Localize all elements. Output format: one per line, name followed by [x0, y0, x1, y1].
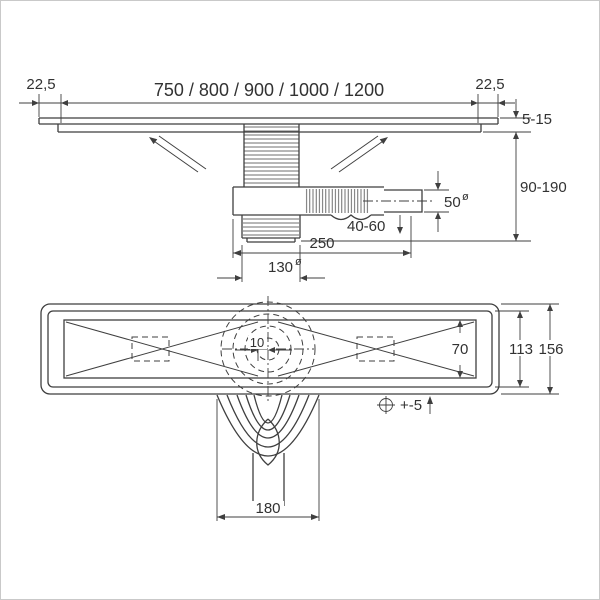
dim-flange-diameter: 130	[268, 259, 293, 276]
diameter-symbol-icon: ø	[295, 256, 302, 268]
dim-right-offset: 22,5	[475, 76, 504, 93]
dim-grate-height: 5-15	[522, 111, 552, 128]
outlet-spigot	[252, 453, 285, 507]
mounting-struts	[149, 135, 388, 173]
grate-cross-marks	[65, 321, 475, 377]
funnel-drop-shape	[256, 418, 280, 466]
side-view	[38, 117, 499, 243]
dim-inner-width: 70	[452, 341, 469, 358]
drain-trap-body	[232, 186, 384, 221]
dim-outlet-diameter: 50	[444, 194, 461, 211]
channel-plate	[38, 117, 499, 133]
dim-installation-height: 90-190	[520, 179, 567, 196]
dim-funnel-width: 180	[255, 500, 280, 517]
outer-flange	[40, 303, 500, 395]
outlet-funnel	[216, 394, 320, 507]
threaded-tail	[241, 215, 301, 243]
outlet-pipe	[363, 189, 435, 213]
position-tolerance-icon	[377, 396, 395, 414]
corrugated-riser	[243, 124, 300, 187]
dim-trap-length: 250	[309, 235, 334, 252]
hidden-support-right	[356, 336, 395, 362]
dim-body-width: 113	[509, 341, 533, 358]
dim-center-offset: 10	[250, 335, 264, 350]
dim-outlet-height: 40-60	[347, 218, 385, 235]
plan-view	[40, 296, 500, 507]
drain-centerlines	[222, 296, 314, 402]
hidden-support-left	[131, 336, 170, 362]
dim-channel-lengths: 750 / 800 / 900 / 1000 / 1200	[154, 80, 384, 100]
diameter-symbol-icon: ø	[462, 191, 469, 203]
dim-position-tolerance: +-5	[400, 397, 422, 414]
grate-opening	[63, 319, 477, 379]
dim-total-width: 156	[538, 341, 563, 358]
plan-view-dimensions: 10 70 113 156 +-5 180	[216, 303, 564, 521]
dim-left-offset: 22,5	[26, 76, 55, 93]
body-frame	[47, 310, 493, 388]
side-view-dimensions: 22,5 750 / 800 / 900 / 1000 / 1200 22,5 …	[19, 76, 567, 282]
